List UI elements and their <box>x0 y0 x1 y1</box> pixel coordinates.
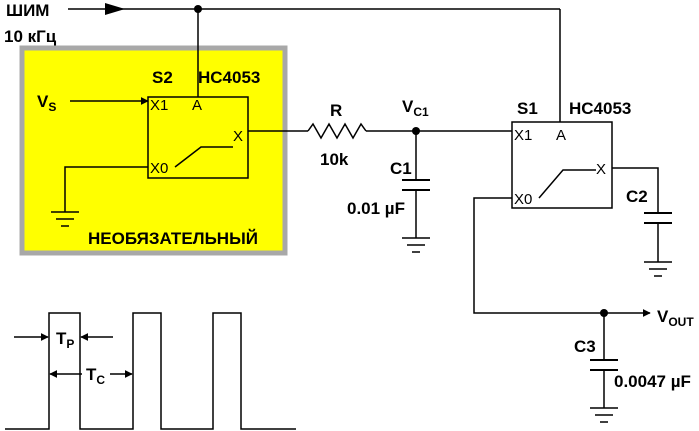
s2-chip <box>147 96 249 179</box>
s2-switch <box>174 146 233 168</box>
c2-capacitor-icon <box>644 212 672 224</box>
c2-name: C2 <box>626 187 648 206</box>
tp-label: TP <box>56 329 74 351</box>
s2-pin-x: X <box>233 128 243 145</box>
c1-name: C1 <box>390 159 412 178</box>
s2-x0-wire <box>64 166 148 212</box>
s1-part: HC4053 <box>569 99 631 118</box>
s2-name: S2 <box>152 68 173 87</box>
s1-name: S1 <box>517 99 538 118</box>
s1-pin-x1: X1 <box>514 127 532 144</box>
s1-pin-x0: X0 <box>514 191 532 208</box>
pwm-frequency: 10 кГц <box>4 27 57 46</box>
vout-label: VOUT <box>657 307 694 329</box>
pwm-waveform <box>5 312 296 430</box>
c3-name: C3 <box>574 337 596 356</box>
pwm-arrow <box>105 3 125 15</box>
s1-pin-x: X <box>596 161 606 178</box>
c1-value: 0.01 µF <box>347 199 405 218</box>
c1-ground-icon <box>402 237 430 253</box>
s1-switch <box>538 169 596 199</box>
s1-pin-a: A <box>556 127 566 144</box>
c3-ground-icon <box>590 407 618 423</box>
vs-label: VS <box>37 92 56 114</box>
s1-x0-wire <box>473 197 604 314</box>
c1-capacitor-icon <box>402 179 430 191</box>
optional-label: НЕОБЯЗАТЕЛЬНЫЙ <box>88 229 258 248</box>
s2-part: HC4053 <box>198 68 260 87</box>
s2-ground-icon <box>51 211 79 227</box>
s1-chip <box>511 121 613 209</box>
c3-capacitor-icon <box>590 359 618 371</box>
resistor-icon <box>307 122 367 140</box>
s2-pin-x0: X0 <box>150 160 168 177</box>
tc-label: TC <box>86 365 105 387</box>
resistor-name: R <box>330 101 342 120</box>
s2-pin-x1: X1 <box>150 97 168 114</box>
resistor-value: 10k <box>320 150 349 169</box>
c3-value: 0.0047 µF <box>614 372 691 391</box>
vc1-label: VC1 <box>402 97 429 119</box>
pwm-label: ШИМ <box>6 1 49 20</box>
s1-x-wire <box>612 167 659 213</box>
s2-pin-a: A <box>192 97 202 114</box>
c2-ground-icon <box>644 261 672 277</box>
